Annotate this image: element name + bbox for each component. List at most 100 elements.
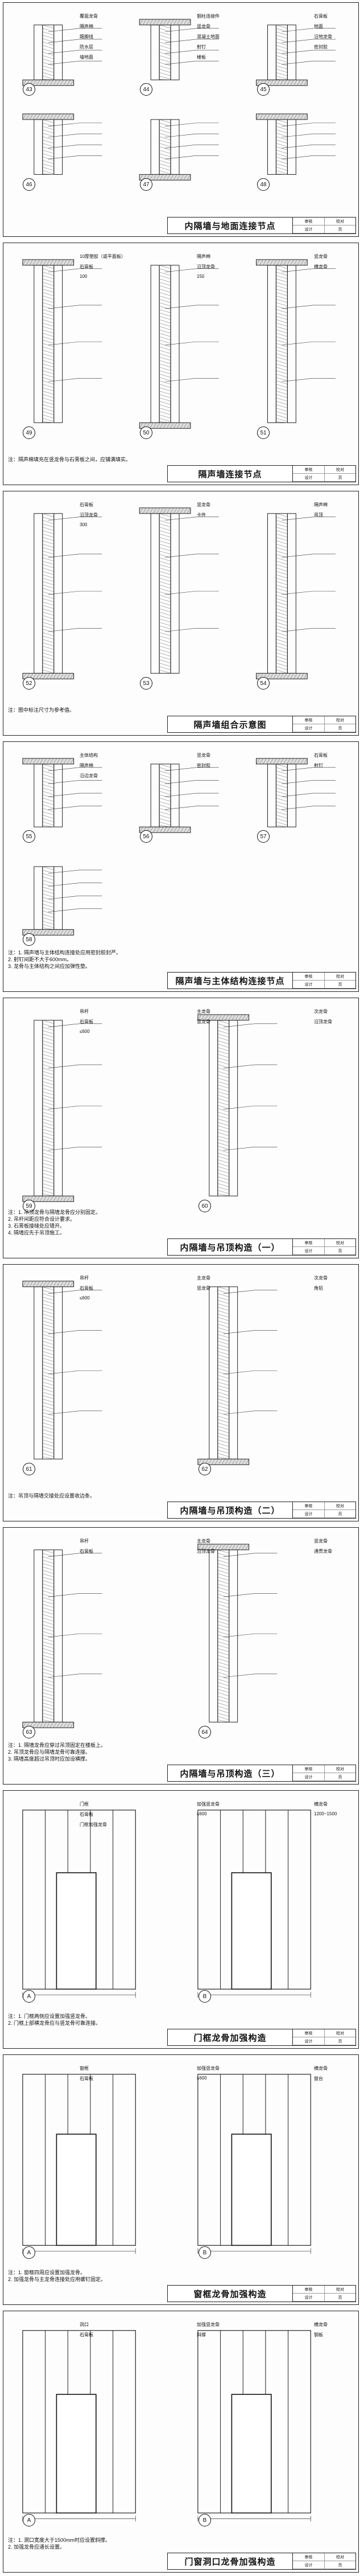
detail-number: 59 bbox=[23, 1200, 35, 1212]
sheet-title: 隔声墙组合示意图 bbox=[168, 716, 293, 732]
meta-label: 设计 bbox=[293, 1773, 324, 1781]
annotation-label: 沿顶龙骨 bbox=[314, 1019, 332, 1024]
annotation-label: 300 bbox=[80, 522, 88, 527]
meta-label: 页 bbox=[324, 981, 355, 988]
detail-drawing bbox=[22, 1544, 278, 1728]
title-block-meta: 审核校对设计页 bbox=[293, 466, 355, 482]
title-block-meta: 审核校对设计页 bbox=[293, 1502, 355, 1518]
annotation-label: 密封胶 bbox=[314, 44, 328, 50]
wall-section bbox=[22, 1281, 102, 1459]
note-line: 3. 隔墙高度超过吊顶时应加设横撑。 bbox=[8, 1756, 91, 1762]
annotation-label: 主体结构 bbox=[80, 753, 98, 758]
wall-section bbox=[197, 1286, 278, 1465]
wall-section bbox=[22, 113, 102, 175]
annotation-label: 石膏板 bbox=[80, 2076, 93, 2081]
annotation-label: 主龙骨 bbox=[197, 1275, 210, 1281]
annotation-label: 角铝 bbox=[314, 1286, 323, 1291]
detail-number: 53 bbox=[140, 677, 152, 690]
meta-label: 页 bbox=[324, 2561, 355, 2569]
meta-label: 校对 bbox=[324, 218, 355, 225]
meta-label: 校对 bbox=[324, 2029, 355, 2037]
annotation-label: 加强竖龙骨 bbox=[197, 2066, 220, 2071]
annotation-label: 射钉 bbox=[197, 44, 206, 50]
note-line: 注：1. 隔声墙与主体结构连接处应用密封胶封严。 bbox=[8, 950, 122, 955]
annotation-label: 横龙骨 bbox=[314, 2322, 328, 2327]
annotation-label: 石膏板 bbox=[80, 502, 93, 507]
meta-label: 校对 bbox=[324, 2553, 355, 2561]
annotation-label: 密封胶 bbox=[197, 763, 210, 768]
meta-label: 校对 bbox=[324, 1765, 355, 1773]
wall-section bbox=[139, 764, 219, 833]
annotation-label: 窗台 bbox=[314, 2076, 323, 2081]
detail-number: 52 bbox=[23, 677, 35, 690]
annotation-label: 斜撑 bbox=[197, 2332, 206, 2337]
meta-label: 审核 bbox=[293, 2029, 324, 2037]
annotation-label: 竖龙骨 bbox=[197, 502, 210, 507]
wall-section bbox=[139, 265, 219, 429]
detail-number: 50 bbox=[140, 426, 152, 439]
sheet-title: 内隔墙与吊顶构造（三） bbox=[168, 1765, 293, 1781]
meta-label: 设计 bbox=[293, 2037, 324, 2045]
annotation-label: 加强竖龙骨 bbox=[197, 1802, 220, 1807]
title-block: 隔声墙组合示意图审核校对设计页 bbox=[167, 716, 356, 733]
annotation-label: 吊杆 bbox=[80, 1275, 89, 1281]
detail-number: A bbox=[23, 2246, 35, 2259]
detail-drawing bbox=[22, 507, 336, 679]
detail-number: 56 bbox=[140, 830, 152, 843]
wall-section bbox=[139, 19, 219, 80]
annotation-label: 主龙骨 bbox=[197, 1539, 210, 1544]
title-block: 窗框龙骨加强构造审核校对设计页 bbox=[167, 2285, 356, 2302]
annotation-label: ≤600 bbox=[80, 1295, 90, 1301]
meta-label: 审核 bbox=[293, 716, 324, 724]
annotation-label: 横龙骨 bbox=[314, 2066, 328, 2071]
meta-label: 设计 bbox=[293, 981, 324, 988]
sheet-notes: 注：1. 门框两侧应设置加强竖龙骨。2. 门框上部横龙骨应与竖龙骨可靠连接。 bbox=[8, 2013, 213, 2027]
detail-number: 54 bbox=[257, 677, 270, 690]
detail-number: A bbox=[23, 1990, 35, 2003]
frame-elevation bbox=[197, 1810, 311, 1998]
drawing-area bbox=[6, 1000, 356, 1238]
note-line: 2. 加强龙骨应通长设置。 bbox=[8, 2544, 65, 2550]
drawing-area bbox=[6, 5, 356, 217]
annotation-label: 100 bbox=[80, 274, 88, 279]
meta-label: 审核 bbox=[293, 2286, 324, 2294]
meta-label: 设计 bbox=[293, 1510, 324, 1518]
meta-label: 审核 bbox=[293, 973, 324, 981]
wall-section bbox=[139, 507, 219, 674]
detail-number: 46 bbox=[23, 178, 35, 191]
note-line: 注：1. 吊顶龙骨与隔墙龙骨应分别固定。 bbox=[8, 1209, 101, 1215]
title-block: 内隔墙与地面连接节点审核校对设计页 bbox=[167, 217, 356, 234]
note-line: 注：1. 隔墙龙骨应穿过吊顶固定在楼板上。 bbox=[8, 1742, 106, 1748]
note-line: 2. 门框上部横龙骨应与竖龙骨可靠连接。 bbox=[8, 2020, 101, 2026]
sheet-title: 门窗洞口龙骨加强构造 bbox=[168, 2553, 293, 2569]
annotation-label: 隔声棉 bbox=[80, 24, 93, 29]
detail-drawing bbox=[22, 2074, 311, 2254]
annotation-label: 隔声棉 bbox=[197, 254, 210, 259]
annotation-label: 卡件 bbox=[197, 512, 206, 518]
annotation-label: ≤600 bbox=[197, 1811, 207, 1816]
detail-number: B bbox=[198, 2246, 211, 2259]
meta-label: 页 bbox=[324, 724, 355, 732]
title-block-meta: 审核校对设计页 bbox=[293, 2029, 355, 2045]
annotation-label: 竖龙骨 bbox=[197, 1019, 210, 1024]
title-block: 门框龙骨加强构造审核校对设计页 bbox=[167, 2029, 356, 2046]
annotation-label: 竖龙骨 bbox=[314, 254, 328, 259]
note-line: 注：1. 洞口宽度大于1500mm时应设置斜撑。 bbox=[8, 2537, 111, 2543]
meta-label: 审核 bbox=[293, 218, 324, 225]
sheet-notes: 注：1. 吊顶龙骨与隔墙龙骨应分别固定。2. 吊杆间距应符合设计要求。3. 石膏… bbox=[8, 1209, 213, 1236]
meta-label: 校对 bbox=[324, 1239, 355, 1247]
annotation-label: 通贯龙骨 bbox=[314, 1549, 332, 1554]
title-block-meta: 审核校对设计页 bbox=[293, 1765, 355, 1781]
detail-drawing bbox=[22, 2330, 311, 2522]
annotation-label: 沿边龙骨 bbox=[80, 773, 98, 778]
note-line: 3. 龙骨与主体结构之间应加弹性垫。 bbox=[8, 963, 91, 969]
detail-drawing bbox=[22, 19, 336, 181]
annotation-label: 防水层 bbox=[80, 44, 93, 50]
meta-label: 页 bbox=[324, 225, 355, 233]
meta-label: 校对 bbox=[324, 973, 355, 981]
